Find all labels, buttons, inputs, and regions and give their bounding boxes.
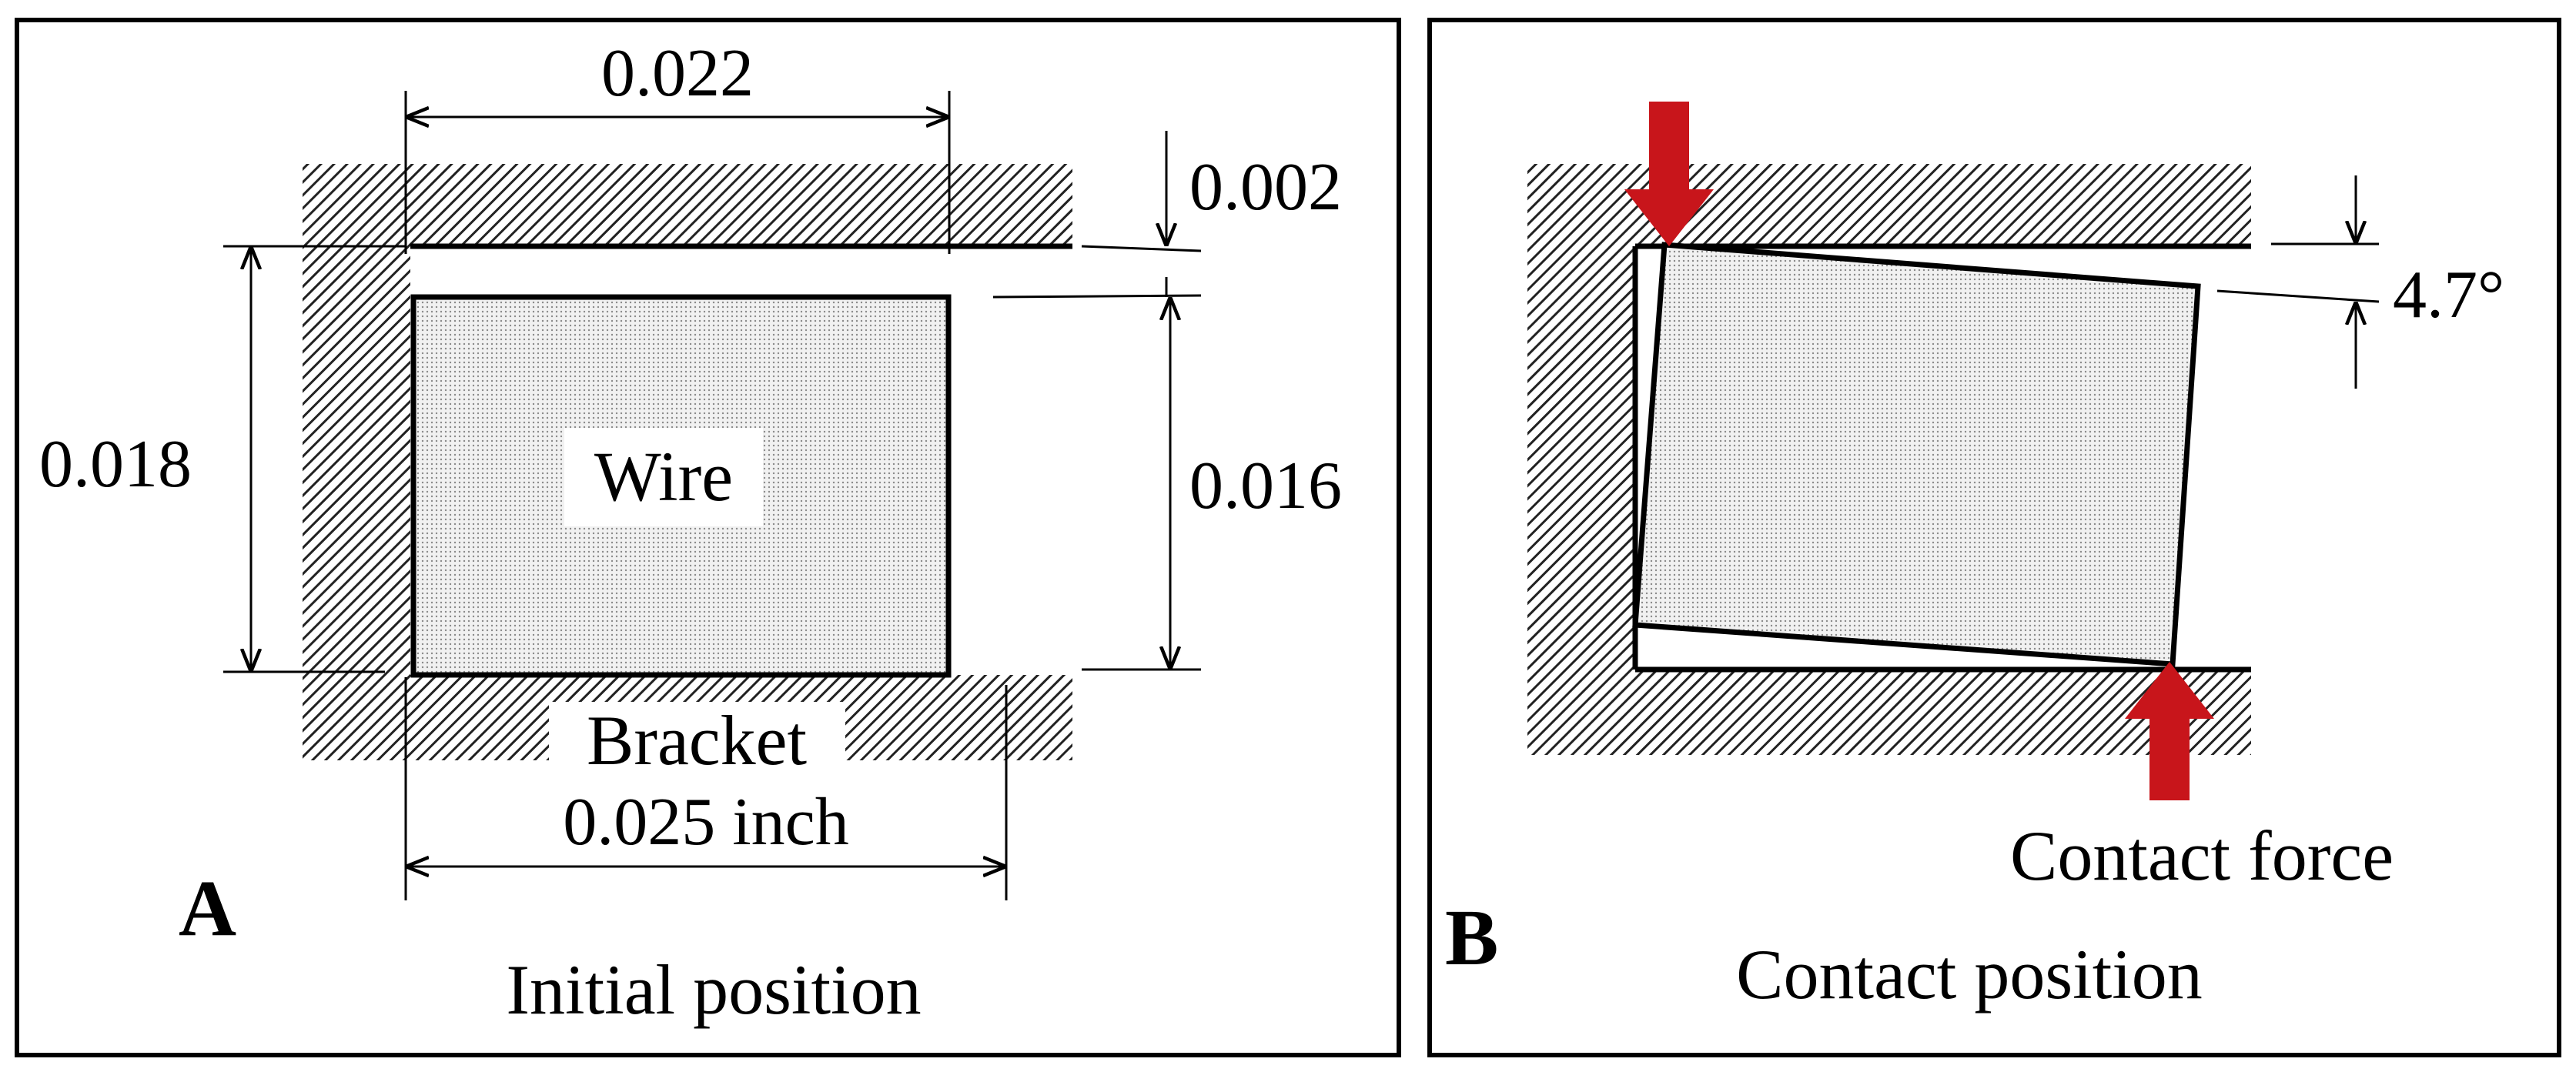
bracket-label-bg (549, 702, 845, 786)
panel-a: Wire Bracket 0.022 0.002 0.018 (15, 18, 1401, 1057)
panel-a-letter: A (179, 864, 236, 953)
dim-angle: 4.7° (2216, 175, 2504, 389)
dim-slot-height: 0.018 (39, 245, 406, 673)
wire-rotated (1632, 242, 2201, 667)
bracket-top-wall (303, 164, 1072, 246)
bracket-b-top-wall (1527, 164, 2251, 246)
dim-slot-width-label: 0.022 (601, 36, 754, 111)
bracket-slot-a (303, 164, 1072, 760)
wire-label-bg (564, 428, 763, 526)
wire-label: Wire (594, 437, 733, 516)
dim-slot-width: 0.022 (404, 36, 951, 254)
panel-b-caption: Contact position (1736, 935, 2203, 1014)
bracket-b-left-wall (1527, 164, 1635, 755)
contact-force-arrow-bottom (2125, 662, 2214, 800)
panel-b: 4.7° Contact force B Contact position (1427, 18, 2561, 1057)
dim-wire-height-label: 0.016 (1189, 449, 1342, 523)
bracket-label: Bracket (587, 701, 808, 780)
dim-gap-label: 0.002 (1189, 150, 1342, 225)
bracket-left-wall (303, 164, 410, 760)
panel-a-caption: Initial position (506, 950, 921, 1029)
dim-slot-height-label: 0.018 (39, 427, 192, 502)
contact-force-label: Contact force (2010, 817, 2394, 895)
dim-gap: 0.002 (992, 131, 1342, 299)
dim-wire-width-label: 0.025 inch (563, 785, 849, 860)
dim-wire-height: 0.016 (1082, 297, 1342, 671)
panel-b-letter: B (1445, 893, 1498, 982)
dim-angle-label: 4.7° (2393, 258, 2504, 332)
contact-force-arrow-top (1624, 102, 1714, 246)
dim-wire-width: 0.025 inch (404, 677, 1008, 900)
